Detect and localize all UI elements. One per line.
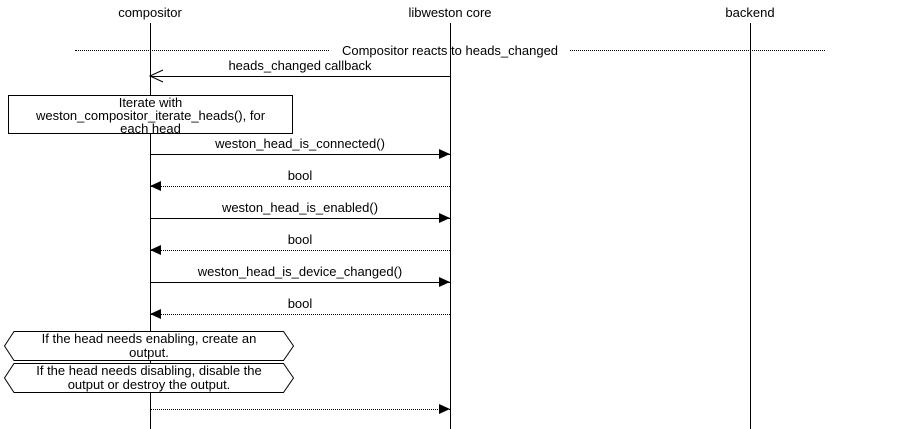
arrowhead-filled-right-icon: [439, 149, 450, 159]
participant-label-compositor: compositor: [118, 5, 182, 20]
lifeline-backend: [750, 23, 751, 429]
arrowhead-filled-left-icon: [150, 245, 161, 255]
condition-line: If the head needs enabling, create an: [41, 331, 257, 346]
message-label: bool: [287, 232, 313, 247]
message-line: [150, 409, 450, 410]
message-label: heads_changed callback: [228, 58, 372, 73]
hexagon-shape: [4, 363, 294, 393]
condition-line: If the head needs disabling, disable the: [36, 363, 262, 378]
message-line: [150, 186, 450, 187]
message-line: [150, 154, 450, 155]
lifeline-compositor: [150, 23, 151, 429]
arrowhead-filled-right-icon: [439, 277, 450, 287]
condition-line: output.: [129, 345, 169, 360]
arrowhead-filled-left-icon: [150, 181, 161, 191]
arrowhead-filled-left-icon: [150, 309, 161, 319]
note-line: weston_compositor_iterate_heads(), for: [35, 108, 266, 123]
note-line: Iterate with: [118, 95, 183, 110]
condition-text: If the head needs disabling, disable the…: [4, 364, 294, 392]
message-line: [150, 250, 450, 251]
lifeline-libweston-core: [450, 23, 451, 429]
message-label: weston_head_is_enabled(): [221, 200, 379, 215]
condition-text: If the head needs enabling, create an ou…: [4, 332, 294, 360]
message-line: [150, 218, 450, 219]
hexagon-shape: [4, 331, 294, 361]
arrowhead-filled-right-icon: [439, 213, 450, 223]
condition-disable-output: If the head needs disabling, disable the…: [4, 363, 294, 393]
note-line: each head: [120, 121, 181, 136]
message-label: weston_head_is_connected(): [215, 136, 385, 151]
message-line: [150, 282, 450, 283]
message-line: [150, 76, 450, 77]
message-label: bool: [287, 296, 313, 311]
message-label: bool: [287, 168, 313, 183]
message-line: [150, 314, 450, 315]
participant-label-libweston-core: libweston core: [408, 5, 492, 20]
condition-line: output or destroy the output.: [67, 377, 231, 392]
arrowhead-open-left-icon: [149, 69, 164, 83]
message-label: weston_head_is_device_changed(): [197, 264, 403, 279]
condition-enable-output: If the head needs enabling, create an ou…: [4, 331, 294, 361]
participant-label-backend: backend: [725, 5, 775, 20]
arrowhead-filled-right-icon: [439, 404, 450, 414]
note-iterate-heads: Iterate with weston_compositor_iterate_h…: [8, 95, 293, 136]
